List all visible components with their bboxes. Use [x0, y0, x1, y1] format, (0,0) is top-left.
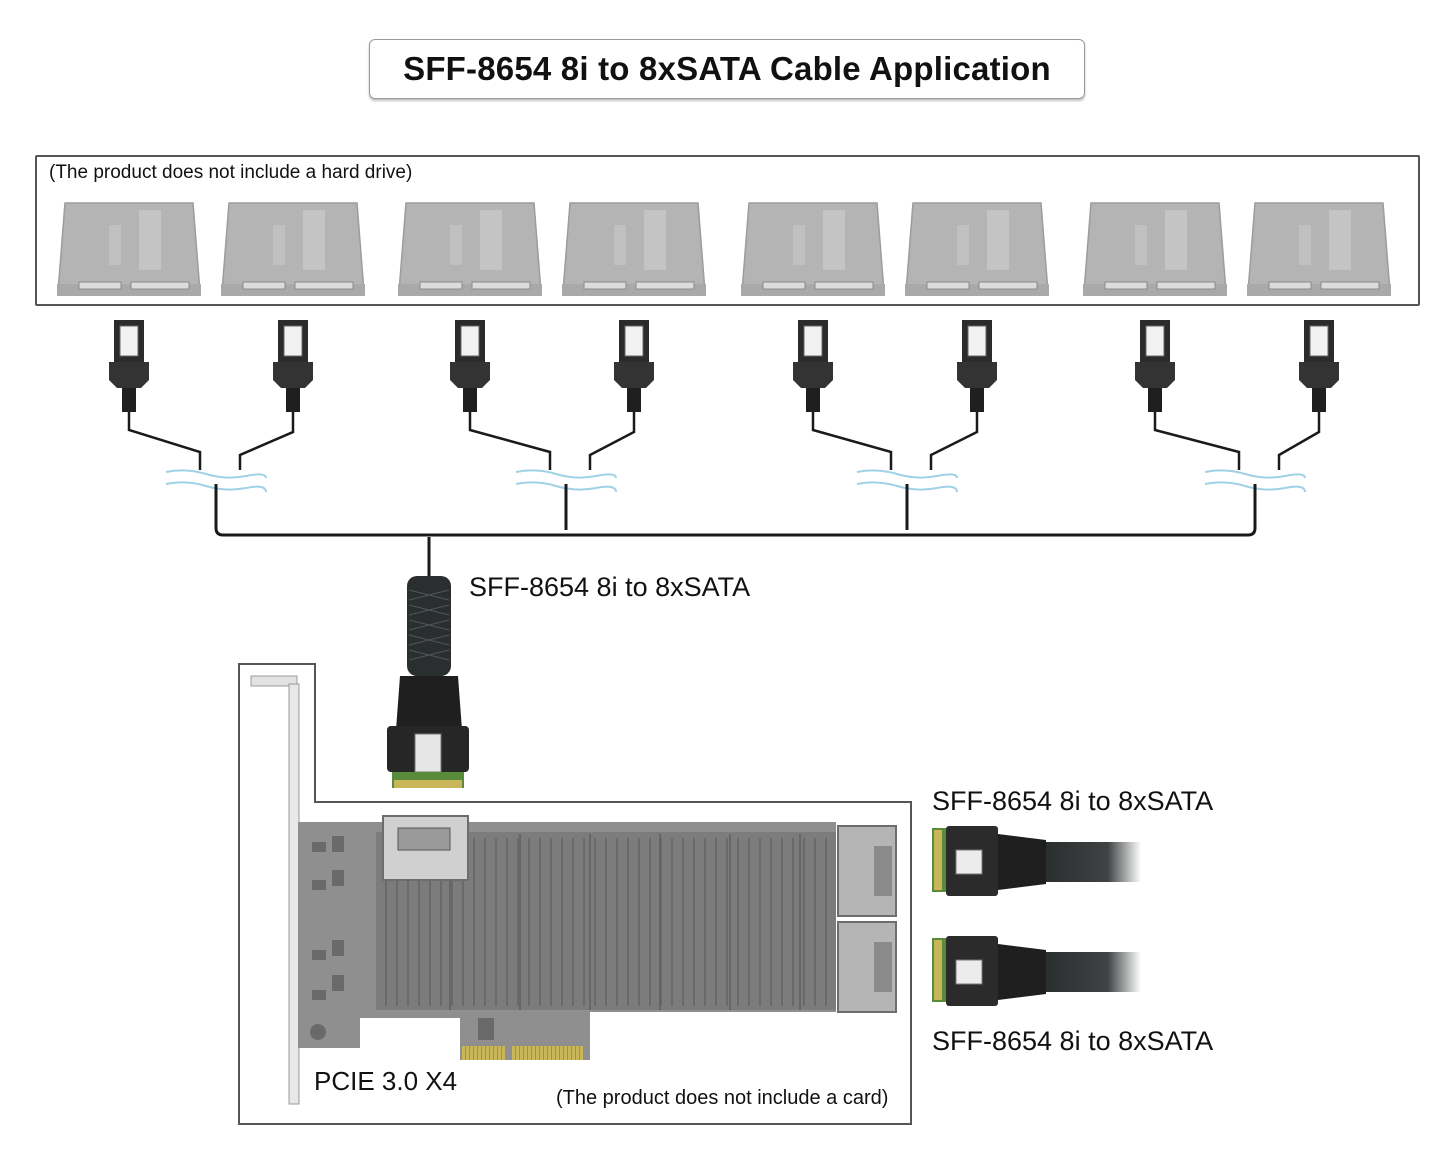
hard-drive	[905, 202, 1049, 296]
side-cable-top	[932, 826, 1141, 896]
hard-drive	[57, 202, 201, 296]
hard-drive-panel	[35, 155, 1420, 306]
sata-connector	[1135, 320, 1175, 412]
sff-8654-connector-main	[387, 576, 469, 788]
trunk-line	[214, 496, 1257, 537]
sata-wire	[929, 412, 979, 470]
hard-drive	[562, 202, 706, 296]
page-title: SFF-8654 8i to 8xSATA Cable Application	[403, 50, 1051, 87]
sata-connector	[614, 320, 654, 412]
hard-drive	[741, 202, 885, 296]
cable-label-bottom: SFF-8654 8i to 8xSATA	[932, 1026, 1214, 1056]
sata-connector	[1299, 320, 1339, 412]
side-cable-bottom	[932, 936, 1141, 1006]
sata-wire	[127, 412, 202, 470]
card-note: (The product does not include a card)	[556, 1087, 889, 1109]
latch-tab	[414, 733, 442, 773]
pcie-gold-fingers	[462, 1046, 583, 1060]
sata-wire	[468, 412, 552, 470]
connector-collar	[396, 676, 462, 730]
pcie-card	[298, 815, 897, 1060]
pcie-bracket	[250, 675, 300, 1105]
sata-wire	[811, 412, 893, 470]
title-box: SFF-8654 8i to 8xSATA Cable Application	[369, 39, 1085, 99]
drive-note: (The product does not include a hard dri…	[49, 162, 413, 183]
sata-connector	[793, 320, 833, 412]
cable-break-mark	[856, 469, 958, 498]
braided-sleeve	[407, 576, 451, 676]
sata-connector	[109, 320, 149, 412]
hard-drive	[398, 202, 542, 296]
braid-pattern	[408, 589, 450, 661]
pcie-label: PCIE 3.0 X4	[314, 1066, 458, 1096]
card-frame	[238, 663, 912, 1125]
hard-drives	[57, 202, 1391, 296]
cable-break-mark	[165, 469, 267, 498]
sata-wire	[238, 412, 295, 470]
components	[310, 836, 494, 1040]
card-port-top	[382, 815, 469, 881]
hard-drive	[221, 202, 365, 296]
sata-connectors	[109, 320, 1339, 498]
sata-connector	[957, 320, 997, 412]
hard-drive	[1083, 202, 1227, 296]
cable-break-mark	[515, 469, 617, 498]
sata-connector	[273, 320, 313, 412]
cable-label-top: SFF-8654 8i to 8xSATA	[932, 786, 1214, 816]
sata-wire	[588, 412, 636, 470]
side-cables	[932, 826, 1141, 1006]
cable-label-main: SFF-8654 8i to 8xSATA	[469, 572, 751, 602]
sata-wire	[1277, 412, 1321, 470]
cable-trunk	[214, 496, 1257, 578]
sata-connector	[450, 320, 490, 412]
sata-wire	[1153, 412, 1241, 470]
cable-break-mark	[1204, 469, 1306, 498]
gold-contacts	[394, 780, 462, 788]
hard-drive	[1247, 202, 1391, 296]
